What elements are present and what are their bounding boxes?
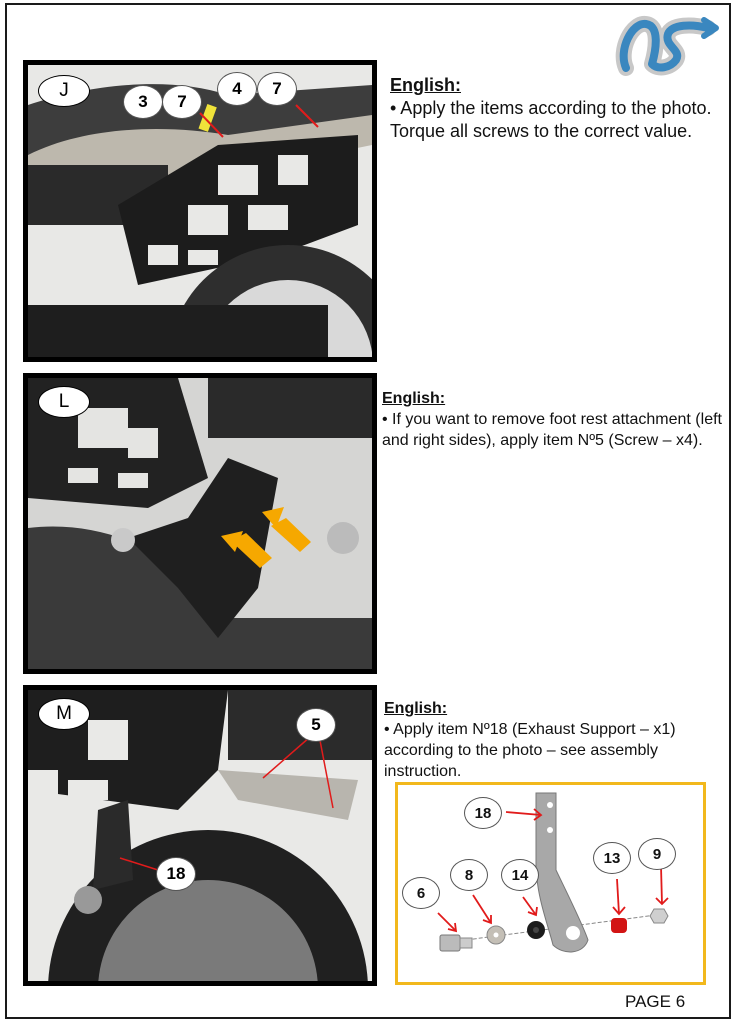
section-heading: English: <box>384 700 448 717</box>
instructions-step-j: English: • Apply the items according to … <box>390 74 720 143</box>
diagram-callout-9: 9 <box>638 838 676 870</box>
callout-item-7b: 7 <box>257 72 297 106</box>
callout-item-18: 18 <box>156 857 196 891</box>
instruction-line: • Apply the items according to the photo… <box>390 98 712 118</box>
instruction-line: • If you want to remove foot rest attach… <box>382 411 722 449</box>
instruction-line: • Apply item Nº18 (Exhaust Support – x1)… <box>384 721 676 780</box>
page-frame <box>5 3 731 1019</box>
diagram-callout-8: 8 <box>450 859 488 891</box>
instruction-line: Torque all screws to the correct value. <box>390 121 693 141</box>
callout-item-4: 4 <box>217 72 257 106</box>
step-label-l: L <box>38 386 90 418</box>
assembly-diagram: 18 6 8 14 13 9 <box>395 782 706 985</box>
photo-step-m: M 5 18 <box>23 685 377 986</box>
instructions-step-l: English: • If you want to remove foot re… <box>382 388 722 451</box>
step-label-m: M <box>38 698 90 730</box>
photo-step-l: L <box>23 373 377 674</box>
instructions-step-m: English: • Apply item Nº18 (Exhaust Supp… <box>384 698 714 782</box>
callout-item-5: 5 <box>296 708 336 742</box>
diagram-callout-6: 6 <box>402 877 440 909</box>
callout-item-7: 7 <box>162 85 202 119</box>
step-label-j: J <box>38 75 90 107</box>
diagram-callout-14: 14 <box>501 859 539 891</box>
photo-step-j: J 3 7 4 7 <box>23 60 377 362</box>
page-number: PAGE 6 <box>625 992 686 1011</box>
callout-item-3: 3 <box>123 85 163 119</box>
diagram-callout-18: 18 <box>464 797 502 829</box>
as-logo-icon <box>612 10 724 82</box>
section-heading: English: <box>382 390 446 407</box>
section-heading: English: <box>390 75 461 95</box>
diagram-callout-13: 13 <box>593 842 631 874</box>
